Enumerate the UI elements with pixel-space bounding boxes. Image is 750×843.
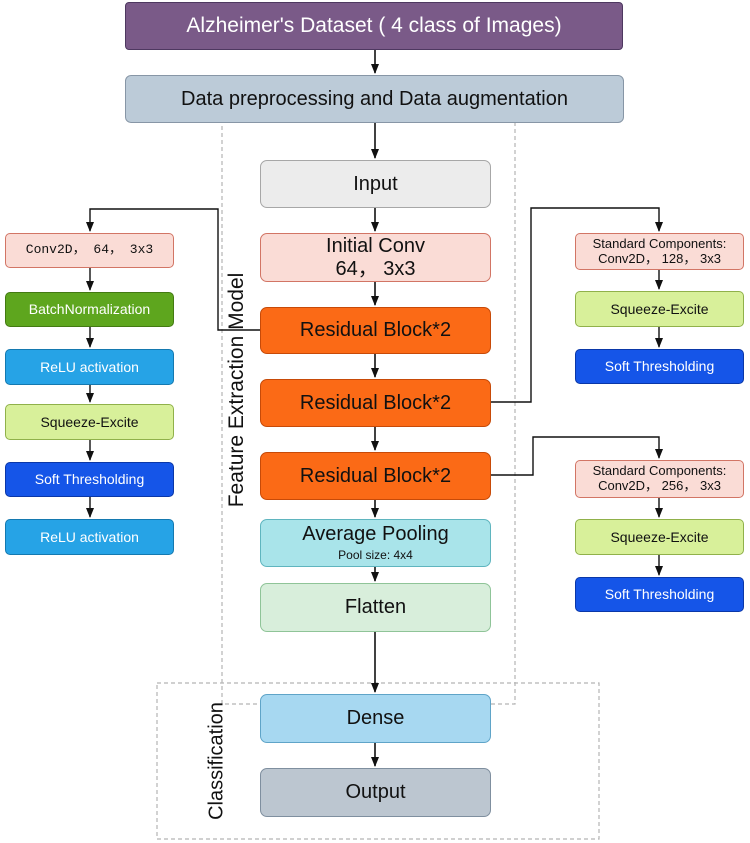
- classification-label: Classification: [205, 702, 228, 820]
- connector-res1-to-left-panel: [86, 208, 260, 331]
- average-pooling-label: Average Pooling: [302, 523, 449, 546]
- left-relu-label-2: ReLU activation: [40, 528, 139, 545]
- right-top-squeeze-excite-box: Squeeze-Excite: [575, 291, 744, 327]
- left-relu-box-1: ReLU activation: [5, 349, 174, 385]
- right-bottom-squeeze-excite-label: Squeeze-Excite: [610, 528, 709, 545]
- left-squeeze-excite-label: Squeeze-Excite: [40, 413, 139, 430]
- left-soft-thresholding-box: Soft Thresholding: [5, 462, 174, 497]
- initial-conv-params: 64， 3x3: [335, 257, 416, 280]
- feature-extraction-label: Feature Extraction Model: [225, 272, 248, 508]
- right-bottom-conv-title: Standard Components:: [592, 463, 727, 479]
- right-bottom-conv-params: Conv2D， 256， 3x3: [598, 478, 721, 493]
- residual-block-3: Residual Block*2: [260, 452, 491, 500]
- left-conv2d-label: Conv2D， 64， 3x3: [25, 242, 154, 258]
- left-squeeze-excite-box: Squeeze-Excite: [5, 404, 174, 440]
- right-bottom-squeeze-excite-box: Squeeze-Excite: [575, 519, 744, 555]
- right-bottom-soft-thresholding-label: Soft Thresholding: [604, 586, 715, 603]
- connector-res3-to-right-bottom-panel: [491, 436, 663, 476]
- right-top-squeeze-excite-label: Squeeze-Excite: [610, 300, 709, 317]
- initial-conv-box: Initial Conv 64， 3x3: [260, 233, 491, 282]
- dense-label: Dense: [346, 707, 405, 729]
- dataset-box: Alzheimer's Dataset ( 4 class of Images): [125, 2, 623, 50]
- residual-block-2: Residual Block*2: [260, 379, 491, 427]
- left-soft-thresholding-label: Soft Thresholding: [34, 471, 145, 488]
- output-box: Output: [260, 768, 491, 817]
- left-batchnorm-label: BatchNormalization: [28, 301, 151, 318]
- flatten-box: Flatten: [260, 583, 491, 632]
- right-top-soft-thresholding-box: Soft Thresholding: [575, 349, 744, 384]
- average-pooling-box: Average Pooling Pool size: 4x4: [260, 519, 491, 567]
- pool-size-label: Pool size: 4x4: [338, 548, 413, 563]
- output-label: Output: [345, 781, 406, 803]
- right-top-conv-box: Standard Components: Conv2D， 128， 3x3: [575, 233, 744, 270]
- dataset-label: Alzheimer's Dataset ( 4 class of Images): [186, 13, 562, 37]
- residual-block-1-label: Residual Block*2: [299, 319, 452, 341]
- right-bottom-soft-thresholding-box: Soft Thresholding: [575, 577, 744, 612]
- right-top-conv-title: Standard Components:: [592, 235, 727, 251]
- left-conv2d-box: Conv2D， 64， 3x3: [5, 233, 174, 268]
- left-relu-label-1: ReLU activation: [40, 358, 139, 375]
- initial-conv-title: Initial Conv: [326, 234, 425, 257]
- input-box: Input: [260, 160, 491, 208]
- left-batchnorm-box: BatchNormalization: [5, 292, 174, 327]
- right-top-conv-params: Conv2D， 128， 3x3: [598, 250, 721, 266]
- residual-block-3-label: Residual Block*2: [299, 464, 452, 487]
- left-relu-box-2: ReLU activation: [5, 519, 174, 555]
- preprocessing-label: Data preprocessing and Data augmentation: [181, 87, 568, 110]
- right-top-soft-thresholding-label: Soft Thresholding: [604, 358, 715, 375]
- flatten-label: Flatten: [344, 596, 407, 618]
- input-label: Input: [353, 172, 398, 195]
- preprocessing-box: Data preprocessing and Data augmentation: [125, 75, 624, 123]
- dense-box: Dense: [260, 694, 491, 743]
- right-bottom-conv-box: Standard Components: Conv2D， 256， 3x3: [575, 460, 744, 498]
- connector-res2-to-right-top-panel: [491, 207, 663, 403]
- residual-block-1: Residual Block*2: [260, 307, 491, 354]
- residual-block-2-label: Residual Block*2: [299, 391, 452, 414]
